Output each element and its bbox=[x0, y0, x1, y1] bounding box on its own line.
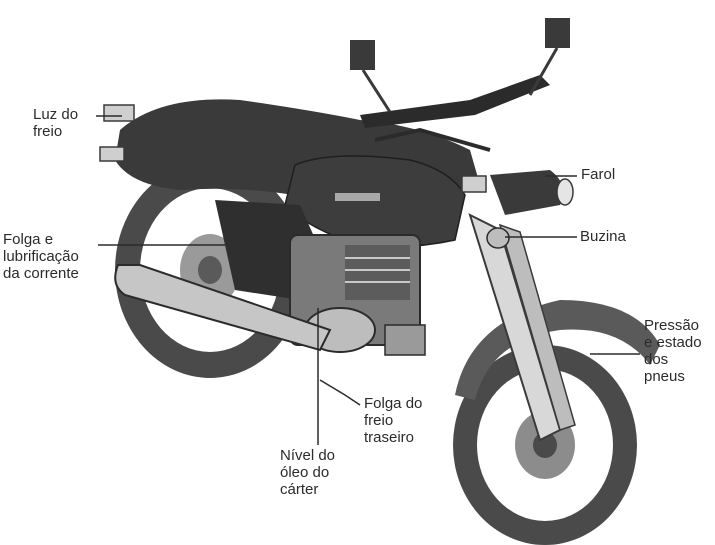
callout-luz-freio: Luz do freio bbox=[33, 106, 78, 140]
callout-nivel-oleo: Nível do óleo do cárter bbox=[280, 447, 335, 498]
callout-folga-corrente: Folga e lubrificação da corrente bbox=[3, 231, 79, 282]
callout-farol: Farol bbox=[581, 166, 615, 183]
callout-folga-freio-traseiro: Folga do freio traseiro bbox=[364, 395, 422, 446]
callout-line-folga-freio bbox=[320, 380, 360, 405]
callout-buzina: Buzina bbox=[580, 228, 626, 245]
callout-pressao-pneus: Pressão e estado dos pneus bbox=[644, 317, 702, 385]
